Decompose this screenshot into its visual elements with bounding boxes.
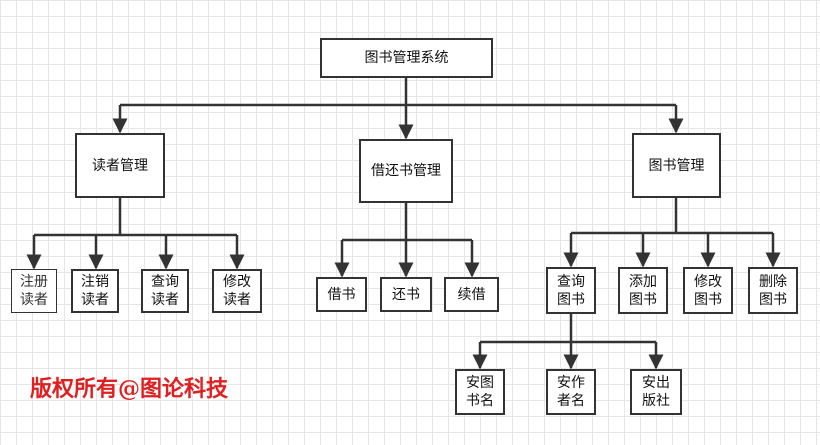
reader-management-node[interactable]: 读者管理 xyxy=(75,133,165,198)
copyright-watermark: 版权所有@图论科技 xyxy=(30,376,229,402)
query-reader-node[interactable]: 查询 读者 xyxy=(141,269,189,313)
search-by-author-node[interactable]: 安作 者名 xyxy=(546,369,596,415)
add-book-node[interactable]: 添加 图书 xyxy=(618,267,668,314)
cancel-reader-node[interactable]: 注销 读者 xyxy=(71,269,119,313)
query-book-node[interactable]: 查询 图书 xyxy=(546,267,596,314)
borrow-book-node[interactable]: 借书 xyxy=(316,277,367,312)
book-management-node[interactable]: 图书管理 xyxy=(632,133,721,198)
modify-book-node[interactable]: 修改 图书 xyxy=(683,267,733,314)
return-book-node[interactable]: 还书 xyxy=(380,277,432,312)
root-node[interactable]: 图书管理系统 xyxy=(320,38,493,78)
register-reader-node[interactable]: 注册 读者 xyxy=(11,269,57,313)
modify-reader-node[interactable]: 修改 读者 xyxy=(212,269,262,313)
renew-book-node[interactable]: 续借 xyxy=(444,277,499,312)
search-by-title-node[interactable]: 安图 书名 xyxy=(455,369,505,415)
search-by-publisher-node[interactable]: 安出 版社 xyxy=(630,369,682,415)
delete-book-node[interactable]: 删除 图书 xyxy=(748,267,798,314)
borrow-return-management-node[interactable]: 借还书管理 xyxy=(359,139,453,203)
